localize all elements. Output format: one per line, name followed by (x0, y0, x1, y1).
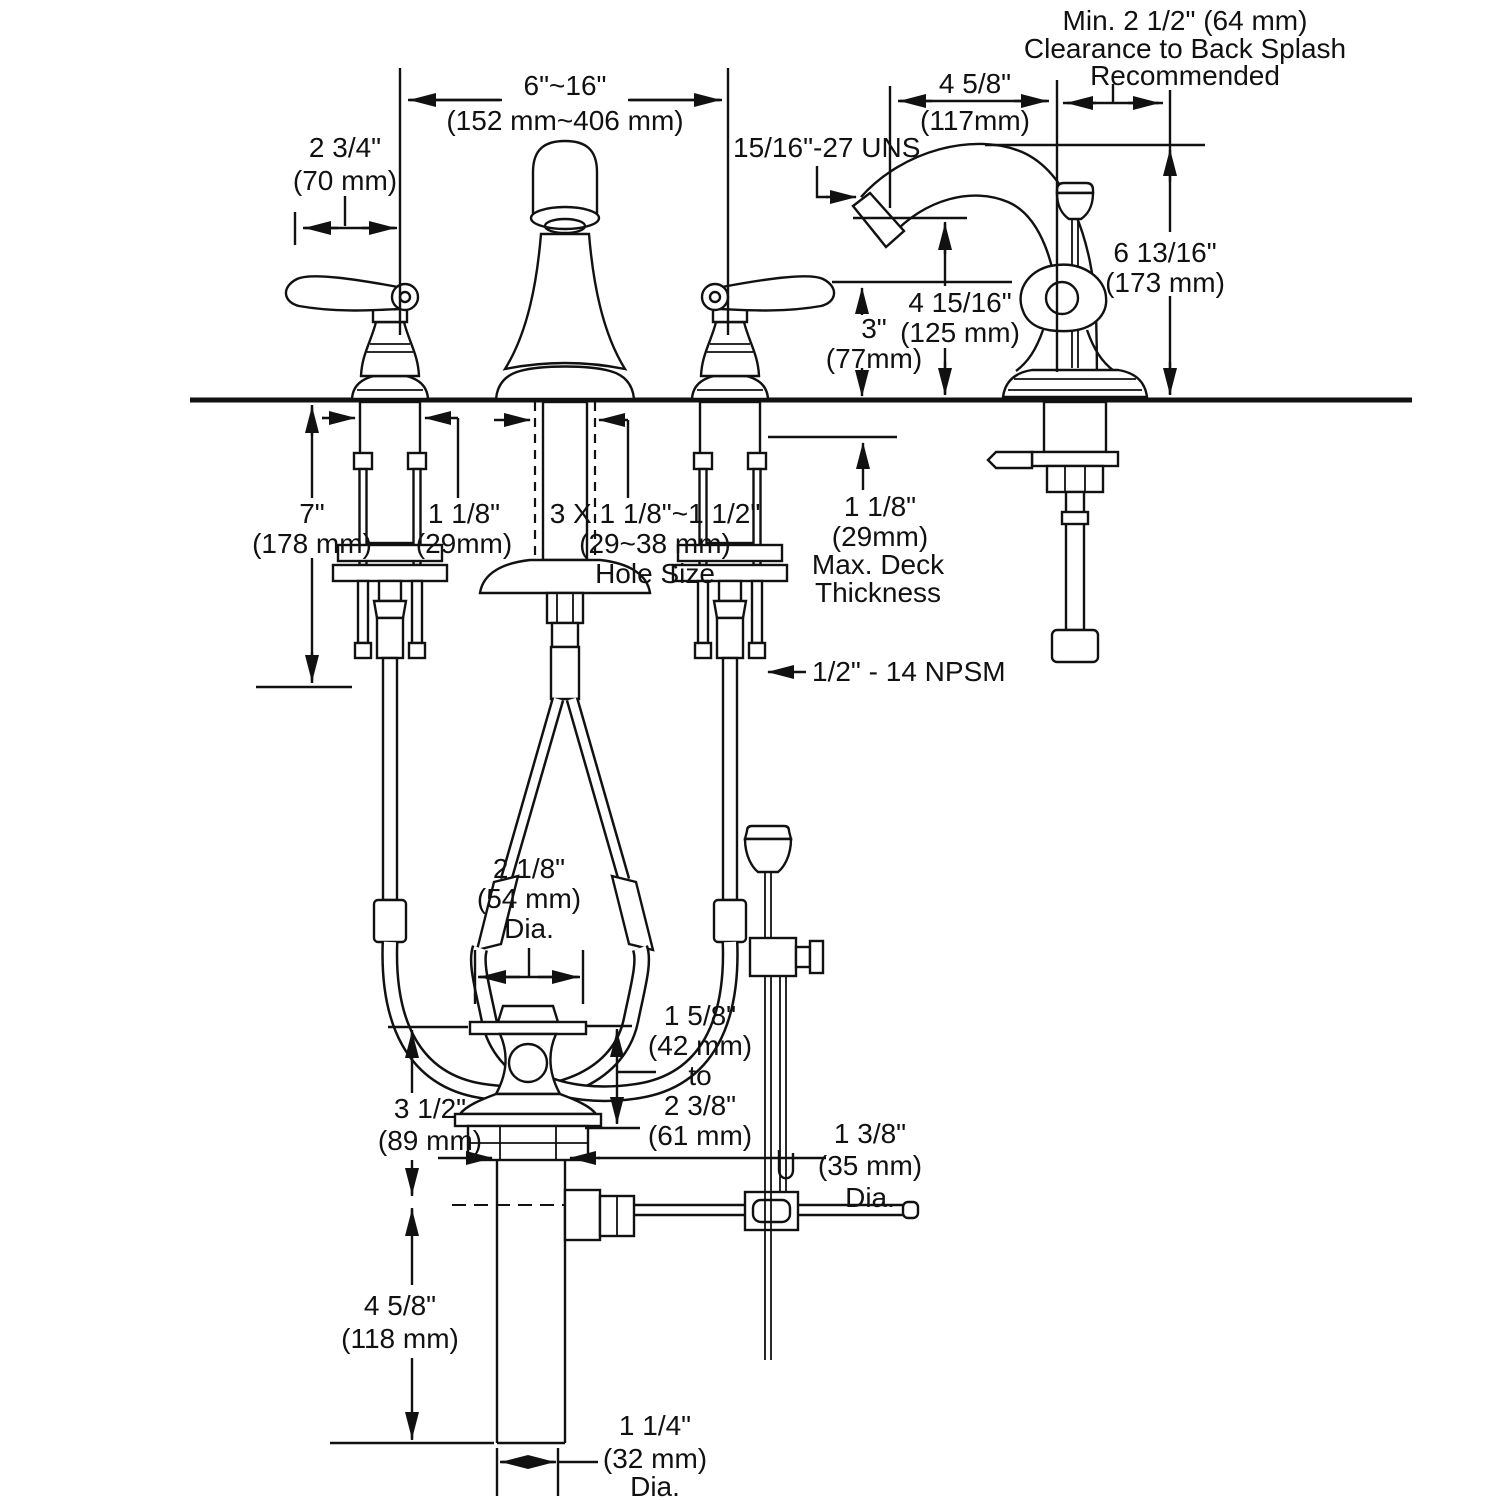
dim-deck-thickness-label1: Max. Deck (812, 549, 945, 580)
lift-rod-side (1055, 181, 1095, 368)
dim-overflow-joiner: to (688, 1060, 711, 1091)
faucet-base-side (1001, 368, 1149, 399)
dim-flange-dia-metric: (54 mm) (477, 883, 581, 914)
handle-left (284, 275, 430, 401)
dim-handle-height-metric: (77mm) (826, 343, 922, 374)
dim-overflow-inch2: 2 3/8" (664, 1090, 736, 1121)
dim-spout-reach-metric: (117mm) (920, 105, 1030, 136)
dim-spout-height-inch: 6 13/16" (1113, 237, 1216, 268)
dim-hole-size-inch: 3 X 1 1/8"~1 1/2" (550, 498, 761, 529)
dim-handle-offset-metric: (70 mm) (293, 165, 397, 196)
dim-shank-dia-metric: (29mm) (416, 528, 512, 559)
dim-shank-dia-inch: 1 1/8" (428, 498, 500, 529)
dim-spout-reach-inch: 4 5/8" (939, 68, 1011, 99)
dim-hole-size-metric: (29~38 mm) (579, 528, 731, 559)
dim-rod-hole-inch: 1 3/8" (834, 1118, 906, 1149)
dim-spread-metric: (152 mm~406 mm) (446, 105, 683, 136)
lift-rod-assembly (743, 824, 825, 1360)
dim-pipe-dia-metric: (32 mm) (603, 1443, 707, 1474)
dim-body-height-inch: 3 1/2" (394, 1093, 466, 1124)
dimension-labels: 6"~16" (152 mm~406 mm) 2 3/4" (70 mm) 15… (252, 5, 1346, 1500)
dim-overflow-metric1: (42 mm) (648, 1030, 752, 1061)
dim-hole-size-label: Hole Size (595, 558, 715, 589)
dim-overflow-metric2: (61 mm) (648, 1120, 752, 1151)
center-shank-assembly (475, 400, 655, 952)
spout-front (494, 139, 636, 401)
valve-assembly-left (331, 400, 449, 944)
dim-flange-dia-label: Dia. (504, 913, 554, 944)
dim-handle-height-inch: 3" (861, 313, 887, 344)
dim-tailpiece-metric: (118 mm) (341, 1323, 459, 1354)
dim-pipe-dia-inch: 1 1/4" (619, 1410, 691, 1441)
dimension-lines (256, 68, 1205, 1496)
dim-supply-thread: 1/2" - 14 NPSM (812, 656, 1006, 687)
drain-assembly-view (452, 824, 920, 1445)
dim-pipe-dia-label: Dia. (630, 1471, 680, 1500)
dim-rod-hole-metric: (35 mm) (818, 1150, 922, 1181)
dim-deck-thickness-metric: (29mm) (832, 521, 928, 552)
dim-spread-inch: 6"~16" (524, 70, 607, 101)
clearance-line1: Min. 2 1/2" (64 mm) (1063, 5, 1308, 36)
dim-under-deck-inch: 7" (299, 498, 325, 529)
dim-outlet-height-inch: 4 15/16" (908, 287, 1011, 318)
dim-outlet-height-metric: (125 mm) (900, 317, 1020, 348)
drain-body (453, 1004, 603, 1162)
pivot-and-ball-rod (452, 1188, 920, 1242)
dim-deck-thickness-label2: Thickness (815, 577, 941, 608)
shank-assembly-side (986, 400, 1120, 664)
side-view (851, 142, 1149, 664)
dim-deck-thickness-inch: 1 1/8" (844, 491, 916, 522)
handle-side (1015, 263, 1115, 372)
dim-rod-hole-label: Dia. (845, 1182, 895, 1213)
dim-tailpiece-inch: 4 5/8" (364, 1290, 436, 1321)
clearance-line2: Clearance to Back Splash (1024, 33, 1346, 64)
dim-aerator-thread: 15/16"-27 UNS (733, 132, 920, 163)
front-view (284, 139, 836, 1103)
dim-handle-offset-inch: 2 3/4" (309, 132, 381, 163)
dim-body-height-metric: (89 mm) (378, 1125, 482, 1156)
handle-right (690, 275, 836, 401)
drain-pipe (495, 1160, 567, 1445)
dim-under-deck-metric: (178 mm) (252, 528, 372, 559)
dim-flange-dia-inch: 2 1/8" (493, 853, 565, 884)
dim-overflow-inch1: 1 5/8" (664, 1000, 736, 1031)
dim-spout-height-metric: (173 mm) (1105, 267, 1225, 298)
clearance-line3: Recommended (1090, 60, 1280, 91)
